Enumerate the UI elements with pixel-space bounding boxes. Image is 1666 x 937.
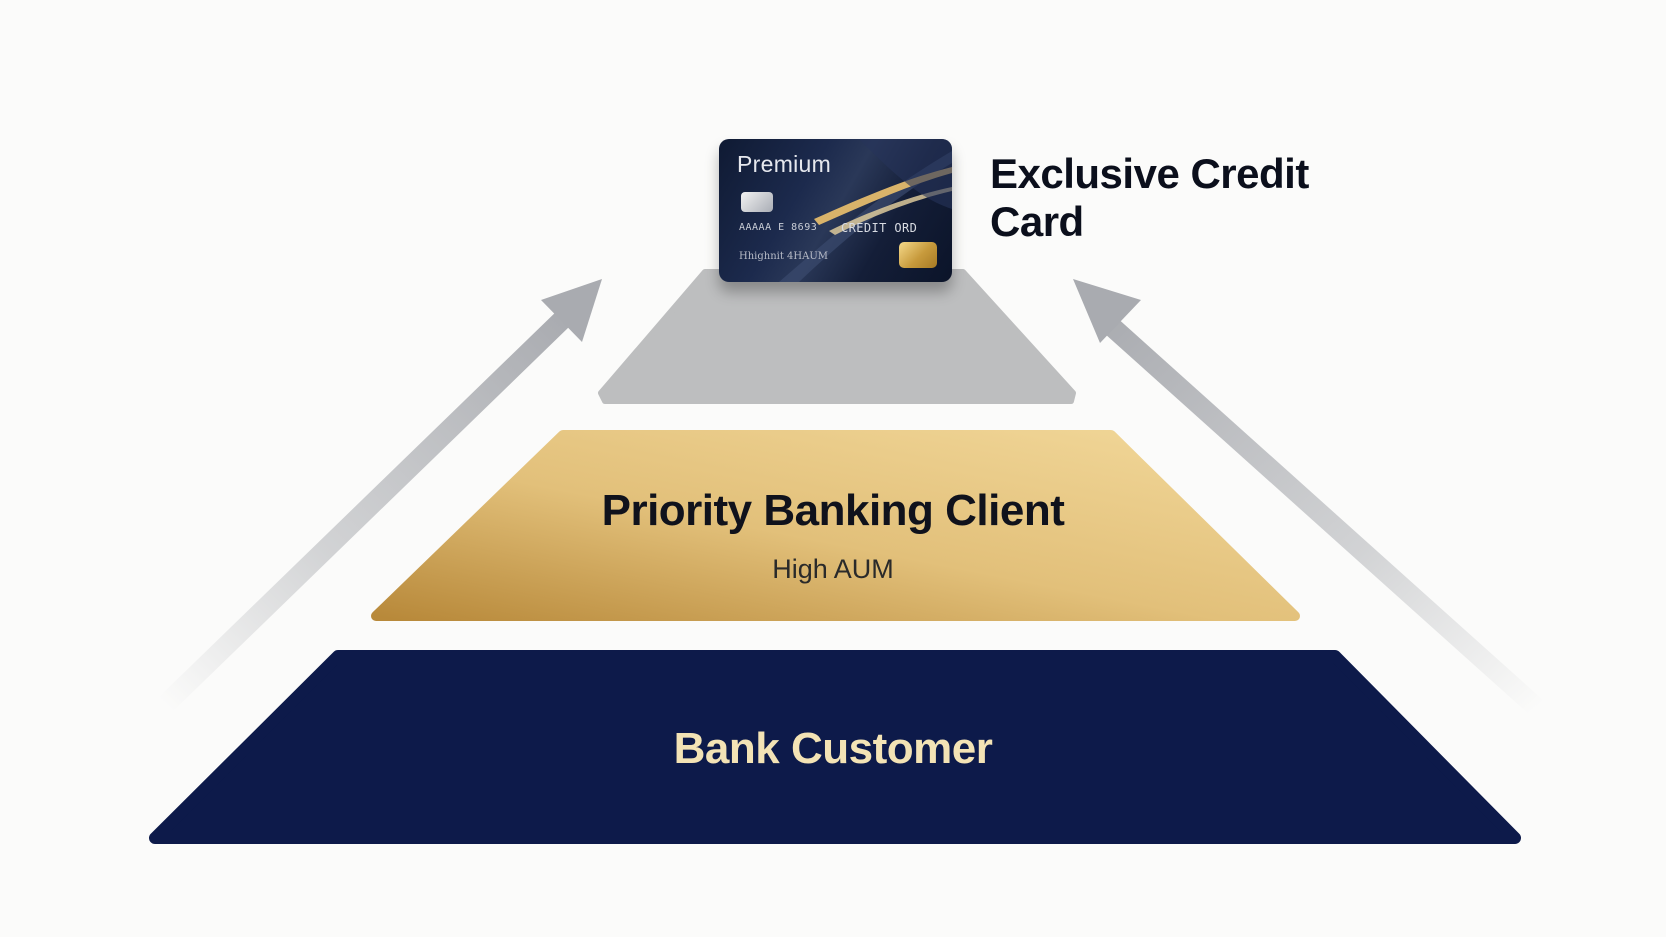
- top-tier-callout: Exclusive Credit Card: [990, 150, 1309, 245]
- left-arrow: [158, 279, 602, 713]
- card-gold-chip: [899, 242, 937, 268]
- card-number-text: AAAAA E 8693: [739, 222, 818, 233]
- middle-tier: [371, 430, 1300, 621]
- right-arrow: [1073, 279, 1544, 716]
- base-tier: [149, 650, 1521, 844]
- top-tier: [598, 269, 1076, 404]
- card-swoosh-graphic: [779, 139, 952, 282]
- base-tier-title: Bank Customer: [673, 724, 993, 773]
- card-product-text: CREDIT ORD: [841, 221, 918, 235]
- middle-tier-subtitle: High AUM: [772, 554, 894, 584]
- premium-credit-card: Premium AAAAA E 8693 CREDIT ORD Hhighnit…: [719, 139, 952, 282]
- card-holder-text: Hhighnit 4HAUM: [739, 251, 829, 262]
- card-contactless-chip: [741, 192, 773, 212]
- card-brand-text: Premium: [737, 151, 832, 177]
- middle-tier-title: Priority Banking Client: [601, 486, 1065, 535]
